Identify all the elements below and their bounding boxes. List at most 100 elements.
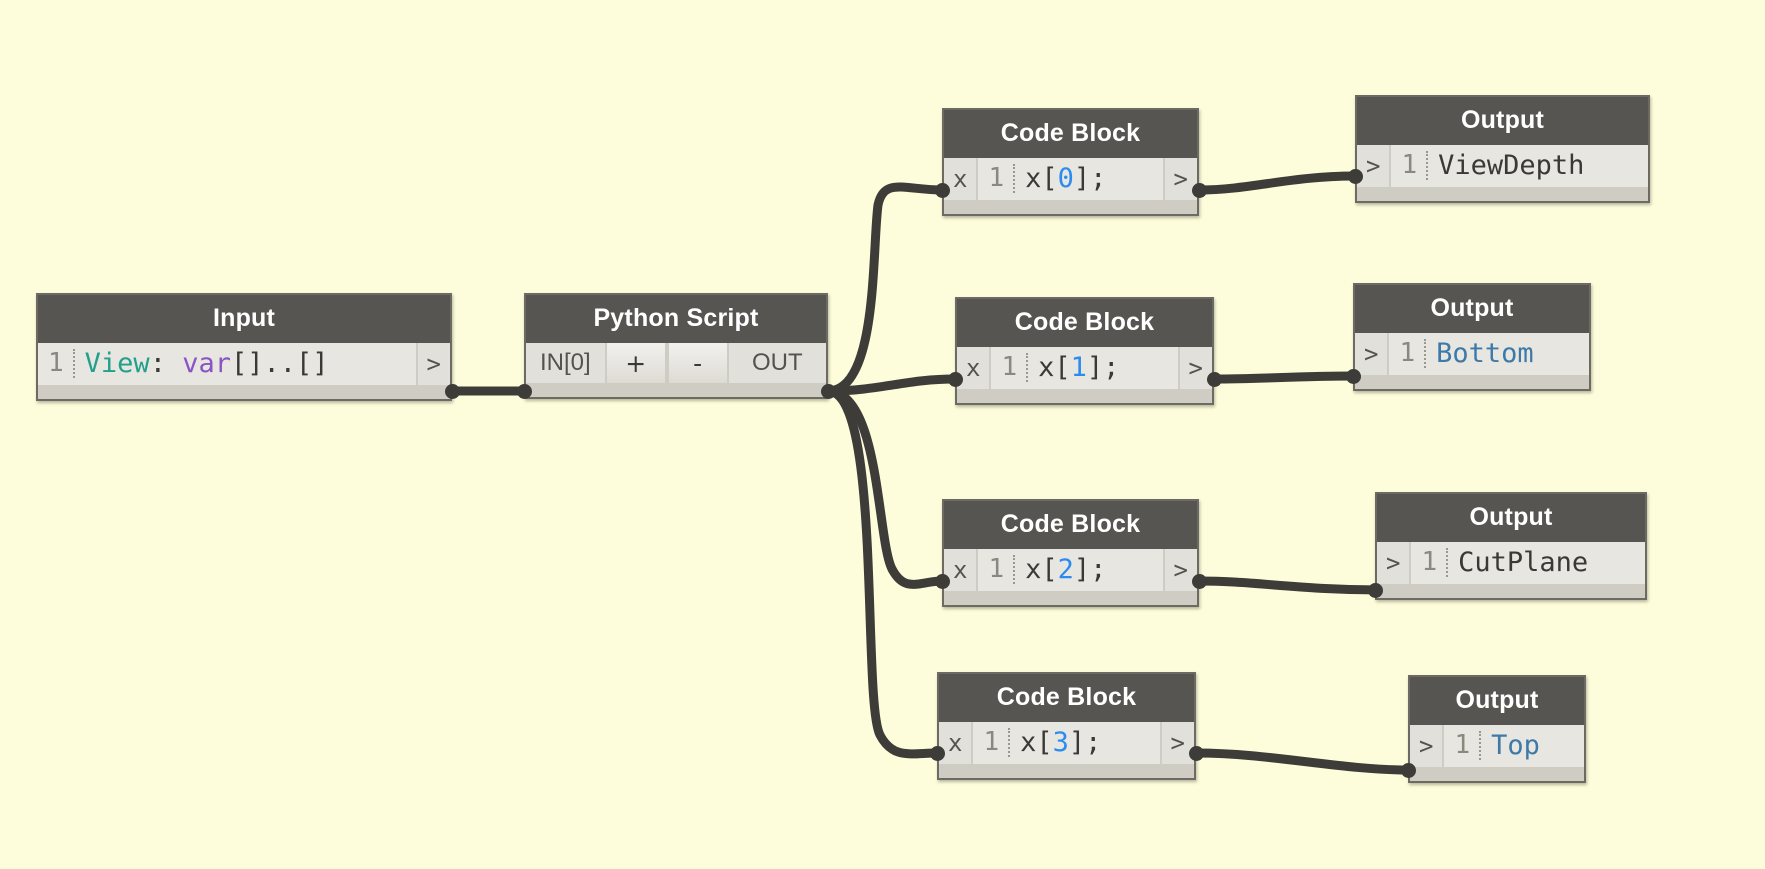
node-code-block-3-output-port[interactable]: > [1159,722,1194,765]
node-output-3[interactable]: Output > 1 Top [1408,675,1586,784]
node-output-3-title: Output [1410,677,1584,725]
node-code-block-2-code-cell[interactable]: 1 x[2]; [978,549,1163,592]
node-code-block-1-code-cell[interactable]: 1 x[1]; [991,347,1178,390]
node-output-1-footer [1355,375,1589,390]
line-number: 1 [1454,730,1482,761]
node-code-block-2-footer [944,591,1197,606]
node-code-block-1-footer [957,389,1212,404]
port-nub-out1-in [1346,369,1361,384]
code-token-index: 3 [1052,727,1069,758]
node-code-block-1-input-port[interactable]: x [957,347,992,390]
code-token-suffix: ]; [1068,727,1102,758]
node-output-3-body: > 1 Top [1410,725,1584,768]
wire-cb2-to-out2 [1194,576,1387,595]
node-output-3-footer [1410,767,1584,782]
node-python-body: IN[0] + - OUT [526,343,826,383]
node-code-block-3[interactable]: Code Block x 1 x[3]; > [937,672,1196,781]
code-token-prefix: x[ [1025,554,1058,585]
code-token-index: 0 [1057,163,1074,194]
node-code-block-2-body: x 1 x[2]; > [944,549,1197,592]
node-output-0[interactable]: Output > 1 ViewDepth [1355,95,1650,204]
node-code-block-3-title: Code Block [939,674,1194,722]
wire-python-to-cb0 [823,182,947,396]
port-nub-out0-in [1348,169,1363,184]
add-input-button[interactable]: + [604,343,667,383]
remove-input-button[interactable]: - [666,343,729,383]
port-nub-input-out [445,384,460,399]
port-nub-python-in [517,384,532,399]
node-code-block-1-title: Code Block [957,299,1212,347]
node-python-output-port[interactable]: OUT [728,343,826,383]
node-code-block-0-output-port[interactable]: > [1162,158,1197,201]
node-output-1-code-cell[interactable]: 1 Bottom [1389,333,1589,376]
node-output-3-code-cell[interactable]: 1 Top [1444,725,1584,768]
node-code-block-1-output-port[interactable]: > [1177,347,1212,390]
node-code-block-0[interactable]: Code Block x 1 x[0]; > [942,108,1199,217]
port-nub-out2-in [1368,583,1383,598]
node-code-block-2-code: x[2]; [1025,554,1106,585]
node-code-block-1[interactable]: Code Block x 1 x[1]; > [955,297,1214,406]
port-nub-cb3-out [1189,746,1204,761]
node-python-input-port[interactable]: IN[0] [526,343,605,383]
node-code-block-3-code-cell[interactable]: 1 x[3]; [973,722,1160,765]
node-code-block-2[interactable]: Code Block x 1 x[2]; > [942,499,1199,608]
node-code-block-0-input-port[interactable]: x [944,158,979,201]
node-python-title: Python Script [526,295,826,343]
code-token-prefix: x[ [1025,163,1058,194]
node-code-block-0-body: x 1 x[0]; > [944,158,1197,201]
node-output-2-code-cell[interactable]: 1 CutPlane [1411,542,1645,585]
node-input-output-port[interactable]: > [415,343,450,386]
node-output-1-name: Bottom [1436,338,1534,369]
node-output-3-input-port[interactable]: > [1410,725,1445,768]
node-python-script[interactable]: Python Script IN[0] + - OUT [524,293,828,399]
wire-cb3-to-out3 [1191,748,1413,775]
code-token-suffix: ]; [1073,554,1107,585]
node-code-block-0-footer [944,200,1197,215]
code-token-suffix: ]; [1086,352,1120,383]
node-output-0-name: ViewDepth [1438,150,1585,181]
port-nub-python-out [821,384,836,399]
node-output-1-title: Output [1355,285,1589,333]
wire-cb1-to-out1 [1209,371,1358,384]
wire-cb0-to-out0 [1194,171,1360,195]
node-input-code-cell[interactable]: 1 View: var[]..[] [38,343,416,386]
node-output-2-body: > 1 CutPlane [1377,542,1645,585]
line-number: 1 [1401,150,1429,181]
node-output-0-input-port[interactable]: > [1357,145,1392,188]
node-output-0-footer [1357,187,1648,202]
node-code-block-3-code: x[3]; [1020,727,1101,758]
code-token-rank: []..[] [230,348,329,379]
node-code-block-2-output-port[interactable]: > [1162,549,1197,592]
code-token-suffix: ]; [1073,163,1107,194]
wire-python-to-cb1 [823,374,960,396]
code-token-prefix: x[ [1020,727,1053,758]
node-output-2-name: CutPlane [1458,547,1589,578]
line-number: 1 [1421,547,1449,578]
node-code-block-2-title: Code Block [944,501,1197,549]
node-code-block-0-code-cell[interactable]: 1 x[0]; [978,158,1163,201]
code-token-index: 2 [1057,554,1074,585]
node-output-1-body: > 1 Bottom [1355,333,1589,376]
wire-python-to-cb3 [823,386,942,759]
node-input[interactable]: Input 1 View: var[]..[] > [36,293,452,402]
line-number: 1 [983,727,1011,758]
node-input-body: 1 View: var[]..[] > [38,343,450,386]
node-code-block-1-body: x 1 x[1]; > [957,347,1212,390]
node-output-1-input-port[interactable]: > [1355,333,1390,376]
node-output-2[interactable]: Output > 1 CutPlane [1375,492,1647,601]
port-nub-cb1-out [1207,372,1222,387]
port-nub-cb0-in [935,183,950,198]
node-code-block-0-title: Code Block [944,110,1197,158]
node-code-block-3-input-port[interactable]: x [939,722,974,765]
node-output-2-input-port[interactable]: > [1377,542,1412,585]
node-output-2-footer [1377,584,1645,599]
node-code-block-3-body: x 1 x[3]; > [939,722,1194,765]
port-nub-cb2-out [1192,574,1207,589]
code-token-colon: : [149,348,183,379]
node-code-block-2-input-port[interactable]: x [944,549,979,592]
line-number: 1 [988,163,1016,194]
node-output-1[interactable]: Output > 1 Bottom [1353,283,1591,392]
node-output-0-code-cell[interactable]: 1 ViewDepth [1391,145,1648,188]
node-output-0-title: Output [1357,97,1648,145]
